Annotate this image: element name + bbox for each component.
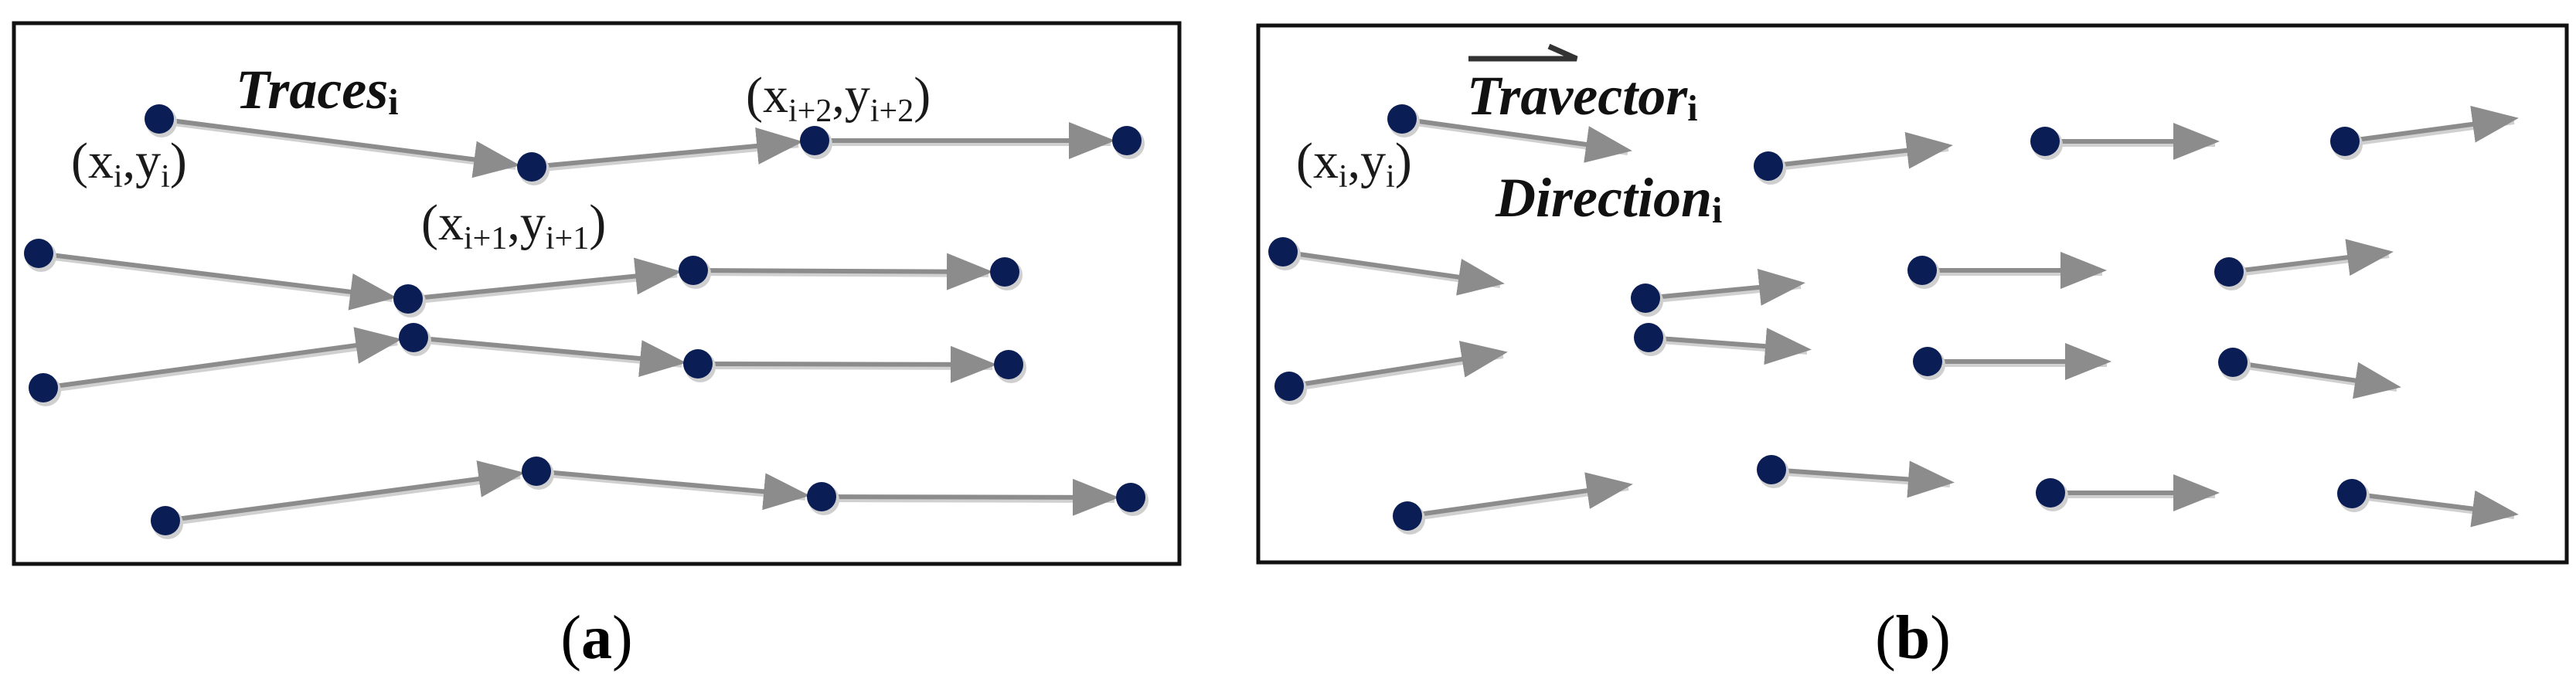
panel-a: Tracesi (xi,yi) (xi+1,yi+1) (xi+2,yi+2) … (12, 21, 1182, 672)
trace-arrow-shadow (538, 472, 806, 501)
panel-a-frame (12, 21, 1182, 566)
vector-origin-point (2214, 257, 2244, 287)
direction-vector (1648, 328, 1812, 365)
direction-vector (1282, 250, 1505, 296)
trace-arrow (165, 460, 526, 523)
trace-point (994, 350, 1023, 379)
panel-a-traces (24, 104, 1148, 539)
coord-label-xi1-yi1: (xi+1,yi+1) (421, 195, 606, 256)
trace-arrow-shadow (533, 143, 799, 172)
trace-arrow (407, 257, 682, 301)
direction-vector-shadow (2346, 120, 2515, 147)
panel-b-direction-label: Directioni (1495, 167, 1722, 231)
trace-point (145, 104, 174, 134)
trace-arrow-shadow (45, 341, 398, 393)
trace-point (1112, 126, 1142, 155)
vector-origin-point (1268, 237, 1298, 267)
trace-point (517, 152, 546, 182)
vector-origin-point (1274, 372, 1304, 401)
direction-vector-shadow (1770, 147, 1949, 171)
direction-vector-shadow (1409, 486, 1629, 521)
panel-b: Travectori Directioni (xi,yi) (b) (1256, 23, 2569, 672)
vector-origin-point (1631, 283, 1660, 313)
coord-label-b-xi-yi: (xi,yi) (1296, 133, 1412, 195)
trace-arrow-shadow (40, 254, 393, 303)
trace-arrow-shadow (823, 497, 1115, 503)
direction-vector (2228, 239, 2394, 277)
direction-vector (2344, 105, 2519, 144)
direction-vector-shadow (2231, 253, 2390, 277)
trace-point (29, 373, 58, 402)
direction-vector-shadow (1404, 120, 1628, 155)
trace-arrow (697, 345, 998, 383)
trace-point (393, 284, 423, 314)
panel-b-vectors (1268, 104, 2519, 535)
direction-vector-shadow (1291, 354, 1504, 392)
direction-vector (1645, 268, 1805, 306)
trace-arrow (38, 251, 397, 311)
panel-b-title: Travectori (1467, 65, 1698, 129)
trace-arrow (413, 335, 687, 377)
direction-vector (1771, 460, 1955, 498)
trace-point (151, 506, 180, 535)
direction-vector-shadow (1285, 253, 1501, 288)
vector-origin-point (1757, 455, 1786, 484)
trace-arrow (692, 253, 994, 290)
vector-origin-point (2330, 127, 2360, 156)
vector-origin-point (2030, 127, 2060, 156)
coord-label-xi2-yi2: (xi+2,yi+2) (746, 67, 931, 129)
panel-a-title: Tracesi (236, 59, 399, 123)
trace-arrow-shadow (410, 273, 678, 304)
vector-origin-point (2337, 479, 2367, 508)
trace-point (24, 239, 53, 268)
vector-origin-point (1907, 256, 1937, 285)
trace-point (990, 257, 1019, 287)
trace-arrow-shadow (695, 271, 989, 277)
trace-point (1116, 483, 1145, 512)
trace-point (800, 126, 829, 155)
coord-label-xi-yi: (xi,yi) (71, 133, 187, 195)
trace-arrow (43, 327, 403, 390)
direction-vector (2232, 360, 2401, 399)
trace-arrow (531, 127, 804, 169)
trace-arrow-shadow (161, 120, 516, 170)
direction-vector (1401, 117, 1632, 163)
trace-point (807, 482, 836, 511)
vector-origin-point (2218, 348, 2248, 377)
trace-arrow-shadow (699, 365, 993, 370)
vector-origin-point (1754, 151, 1783, 181)
panel-b-caption: (b) (1875, 604, 1951, 672)
trace-arrow (536, 469, 811, 511)
trace-point (522, 457, 551, 486)
trace-arrow (158, 117, 521, 178)
trace-point (683, 349, 713, 379)
vector-origin-point (2036, 478, 2065, 508)
trace-point (679, 256, 708, 285)
vector-overline-icon (1468, 43, 1578, 62)
direction-vector (1407, 472, 1633, 518)
vector-origin-point (1913, 347, 1942, 376)
direction-vector (2351, 490, 2519, 528)
vector-origin-point (1634, 323, 1663, 352)
panel-b-frame (1256, 23, 2569, 565)
trace-arrow-shadow (415, 338, 682, 368)
direction-vector-shadow (2234, 363, 2397, 392)
direction-vector (1288, 341, 1508, 389)
vector-origin-point (1387, 104, 1417, 134)
vector-origin-point (1393, 501, 1422, 531)
direction-vector (1768, 131, 1953, 169)
trace-arrow-shadow (167, 474, 521, 526)
panel-a-caption: (a) (560, 604, 632, 672)
direction-vector-shadow (2353, 494, 2515, 519)
trace-point (399, 323, 428, 352)
